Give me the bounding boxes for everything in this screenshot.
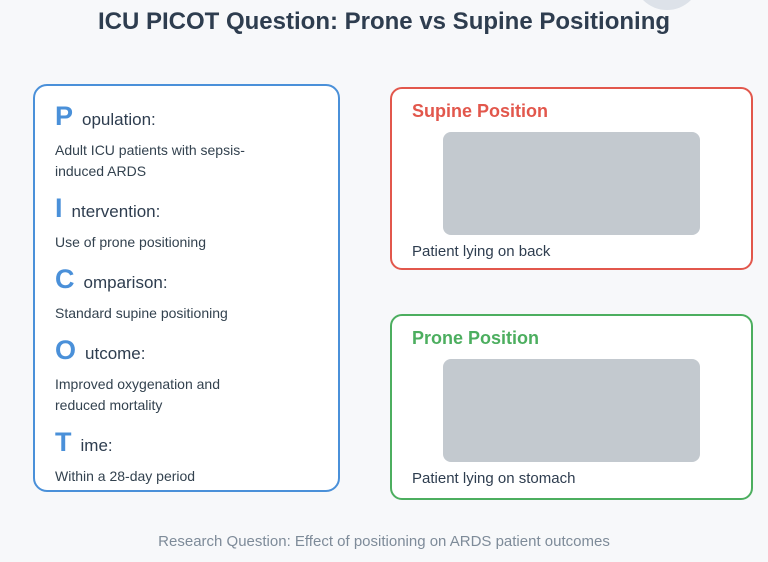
picot-description-intervention: Use of prone positioning: [55, 234, 206, 250]
picot-term-population: opulation:: [82, 110, 156, 129]
prone-position-card: Prone Position Patient lying on stomach: [390, 314, 753, 500]
supine-card-title: Supine Position: [412, 101, 549, 121]
page-title: ICU PICOT Question: Prone vs Supine Posi…: [97, 8, 671, 35]
prone-card-title: Prone Position: [412, 328, 540, 348]
supine-card-caption: Patient lying on back: [412, 243, 551, 260]
picot-letter-t: T: [55, 427, 72, 457]
picot-letter-p: P: [55, 101, 74, 131]
picot-description-time: Within a 28-day period: [55, 468, 196, 484]
picot-letter-i: I: [55, 193, 63, 223]
decorative-circle: [634, 0, 700, 10]
picot-letter-o: O: [55, 335, 77, 365]
research-question-note: Research Question: Effect of positioning…: [158, 533, 610, 550]
prone-image-placeholder: [443, 359, 700, 462]
supine-position-card: Supine Position Patient lying on back: [390, 87, 753, 270]
picot-description-outcome: Improved oxygenation and reduced mortali…: [55, 376, 220, 413]
supine-image-placeholder: [443, 132, 700, 235]
picot-letter-c: C: [55, 264, 75, 294]
picot-description-comparison: Standard supine positioning: [55, 305, 228, 321]
picot-term-intervention: ntervention:: [71, 202, 161, 221]
picot-term-time: ime:: [80, 436, 113, 455]
picot-term-comparison: omparison:: [83, 273, 168, 292]
picot-term-outcome: utcome:: [85, 344, 146, 363]
prone-card-caption: Patient lying on stomach: [412, 470, 576, 487]
picot-description-population: Adult ICU patients with sepsis-induced A…: [55, 142, 245, 179]
